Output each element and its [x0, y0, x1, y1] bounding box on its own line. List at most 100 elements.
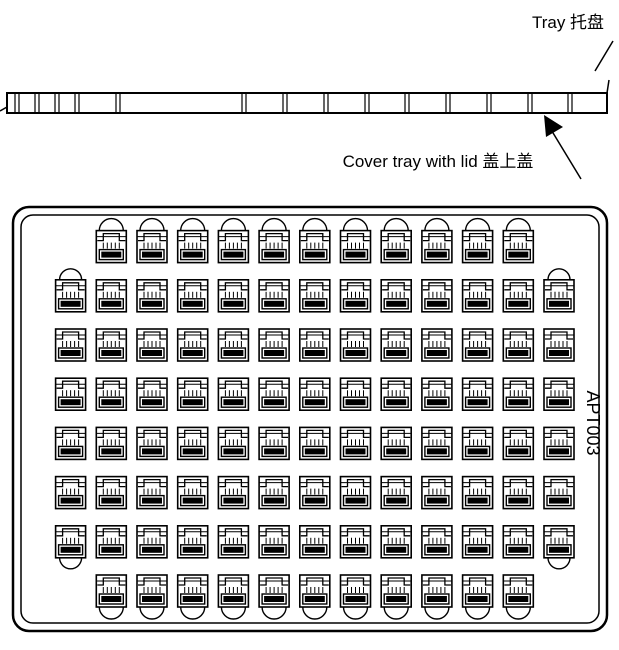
pocket — [461, 426, 494, 461]
pocket — [176, 525, 209, 559]
pocket — [380, 426, 412, 461]
finger-notch — [220, 606, 247, 620]
pocket — [421, 426, 453, 461]
pocket — [339, 377, 372, 411]
pocket — [543, 525, 575, 559]
pocket — [502, 377, 535, 411]
tray-ribs — [14, 93, 573, 113]
part-number-label: APT003 — [583, 390, 603, 455]
pocket — [461, 377, 494, 411]
pocket — [339, 426, 372, 461]
pocket — [136, 377, 168, 411]
pocket — [258, 229, 290, 264]
pocket — [258, 278, 290, 313]
pocket — [95, 377, 128, 411]
end-tab — [547, 557, 571, 570]
pocket — [298, 377, 331, 411]
pocket — [339, 278, 372, 313]
pocket — [380, 278, 412, 313]
tray-inner-outline — [20, 214, 600, 624]
pocket — [176, 278, 209, 313]
pocket — [258, 525, 290, 559]
pocket — [380, 574, 412, 608]
pocket — [502, 525, 535, 559]
tray-corner-stub-right — [0, 106, 8, 112]
pocket — [543, 377, 575, 411]
pocket — [258, 426, 290, 461]
pocket — [502, 426, 535, 461]
pocket — [95, 574, 128, 608]
pocket — [258, 574, 290, 608]
pocket — [461, 229, 494, 264]
pocket — [298, 475, 331, 510]
pocket — [339, 229, 372, 264]
finger-notch — [98, 606, 124, 620]
tray-corner-stub — [606, 79, 610, 94]
pocket — [298, 229, 331, 264]
pocket — [136, 229, 168, 264]
finger-notch — [464, 606, 491, 620]
pocket-grid — [54, 217, 575, 620]
pocket — [543, 426, 575, 461]
finger-notch — [261, 606, 287, 620]
finger-notch — [139, 606, 165, 620]
finger-notch — [424, 217, 450, 231]
pocket — [176, 574, 209, 608]
pocket — [54, 475, 87, 510]
finger-notch — [302, 606, 328, 620]
tray-side-view — [0, 79, 610, 114]
pocket — [136, 574, 168, 608]
finger-notch — [464, 217, 491, 231]
finger-notch — [261, 217, 287, 231]
pocket — [136, 525, 168, 559]
pocket — [54, 377, 87, 411]
pocket — [380, 525, 412, 559]
pocket — [298, 574, 331, 608]
tray-label: Tray 托盘 — [532, 13, 604, 32]
pocket — [339, 475, 372, 510]
pocket — [339, 328, 372, 362]
pocket — [176, 426, 209, 461]
pocket — [298, 328, 331, 362]
tray-body-outline — [6, 92, 608, 114]
end-tab — [58, 557, 83, 570]
pocket — [217, 278, 250, 313]
pocket — [217, 475, 250, 510]
pocket — [298, 278, 331, 313]
pocket — [461, 328, 494, 362]
finger-notch — [220, 217, 247, 231]
pocket — [421, 328, 453, 362]
pocket — [136, 426, 168, 461]
cover-label: Cover tray with lid 盖上盖 — [343, 152, 534, 171]
pocket — [502, 574, 535, 608]
pocket — [502, 475, 535, 510]
end-tab — [547, 268, 571, 280]
pocket — [54, 525, 87, 559]
pocket — [421, 278, 453, 313]
finger-notch — [342, 217, 369, 231]
finger-notch — [505, 606, 531, 620]
pocket — [502, 328, 535, 362]
pocket — [95, 229, 128, 264]
pocket — [136, 328, 168, 362]
pocket — [95, 525, 128, 559]
pocket — [298, 525, 331, 559]
pocket — [136, 278, 168, 313]
finger-notch — [98, 217, 124, 231]
pocket — [176, 229, 209, 264]
pocket — [380, 377, 412, 411]
finger-notch — [180, 217, 206, 231]
pocket — [136, 475, 168, 510]
finger-notch — [383, 606, 409, 620]
pocket — [258, 475, 290, 510]
finger-notch — [180, 606, 206, 620]
pocket — [461, 525, 494, 559]
pocket — [217, 574, 250, 608]
pocket — [380, 475, 412, 510]
pocket — [421, 229, 453, 264]
finger-notch — [505, 217, 531, 231]
pocket — [380, 229, 412, 264]
pocket — [217, 377, 250, 411]
end-tab — [58, 268, 83, 280]
